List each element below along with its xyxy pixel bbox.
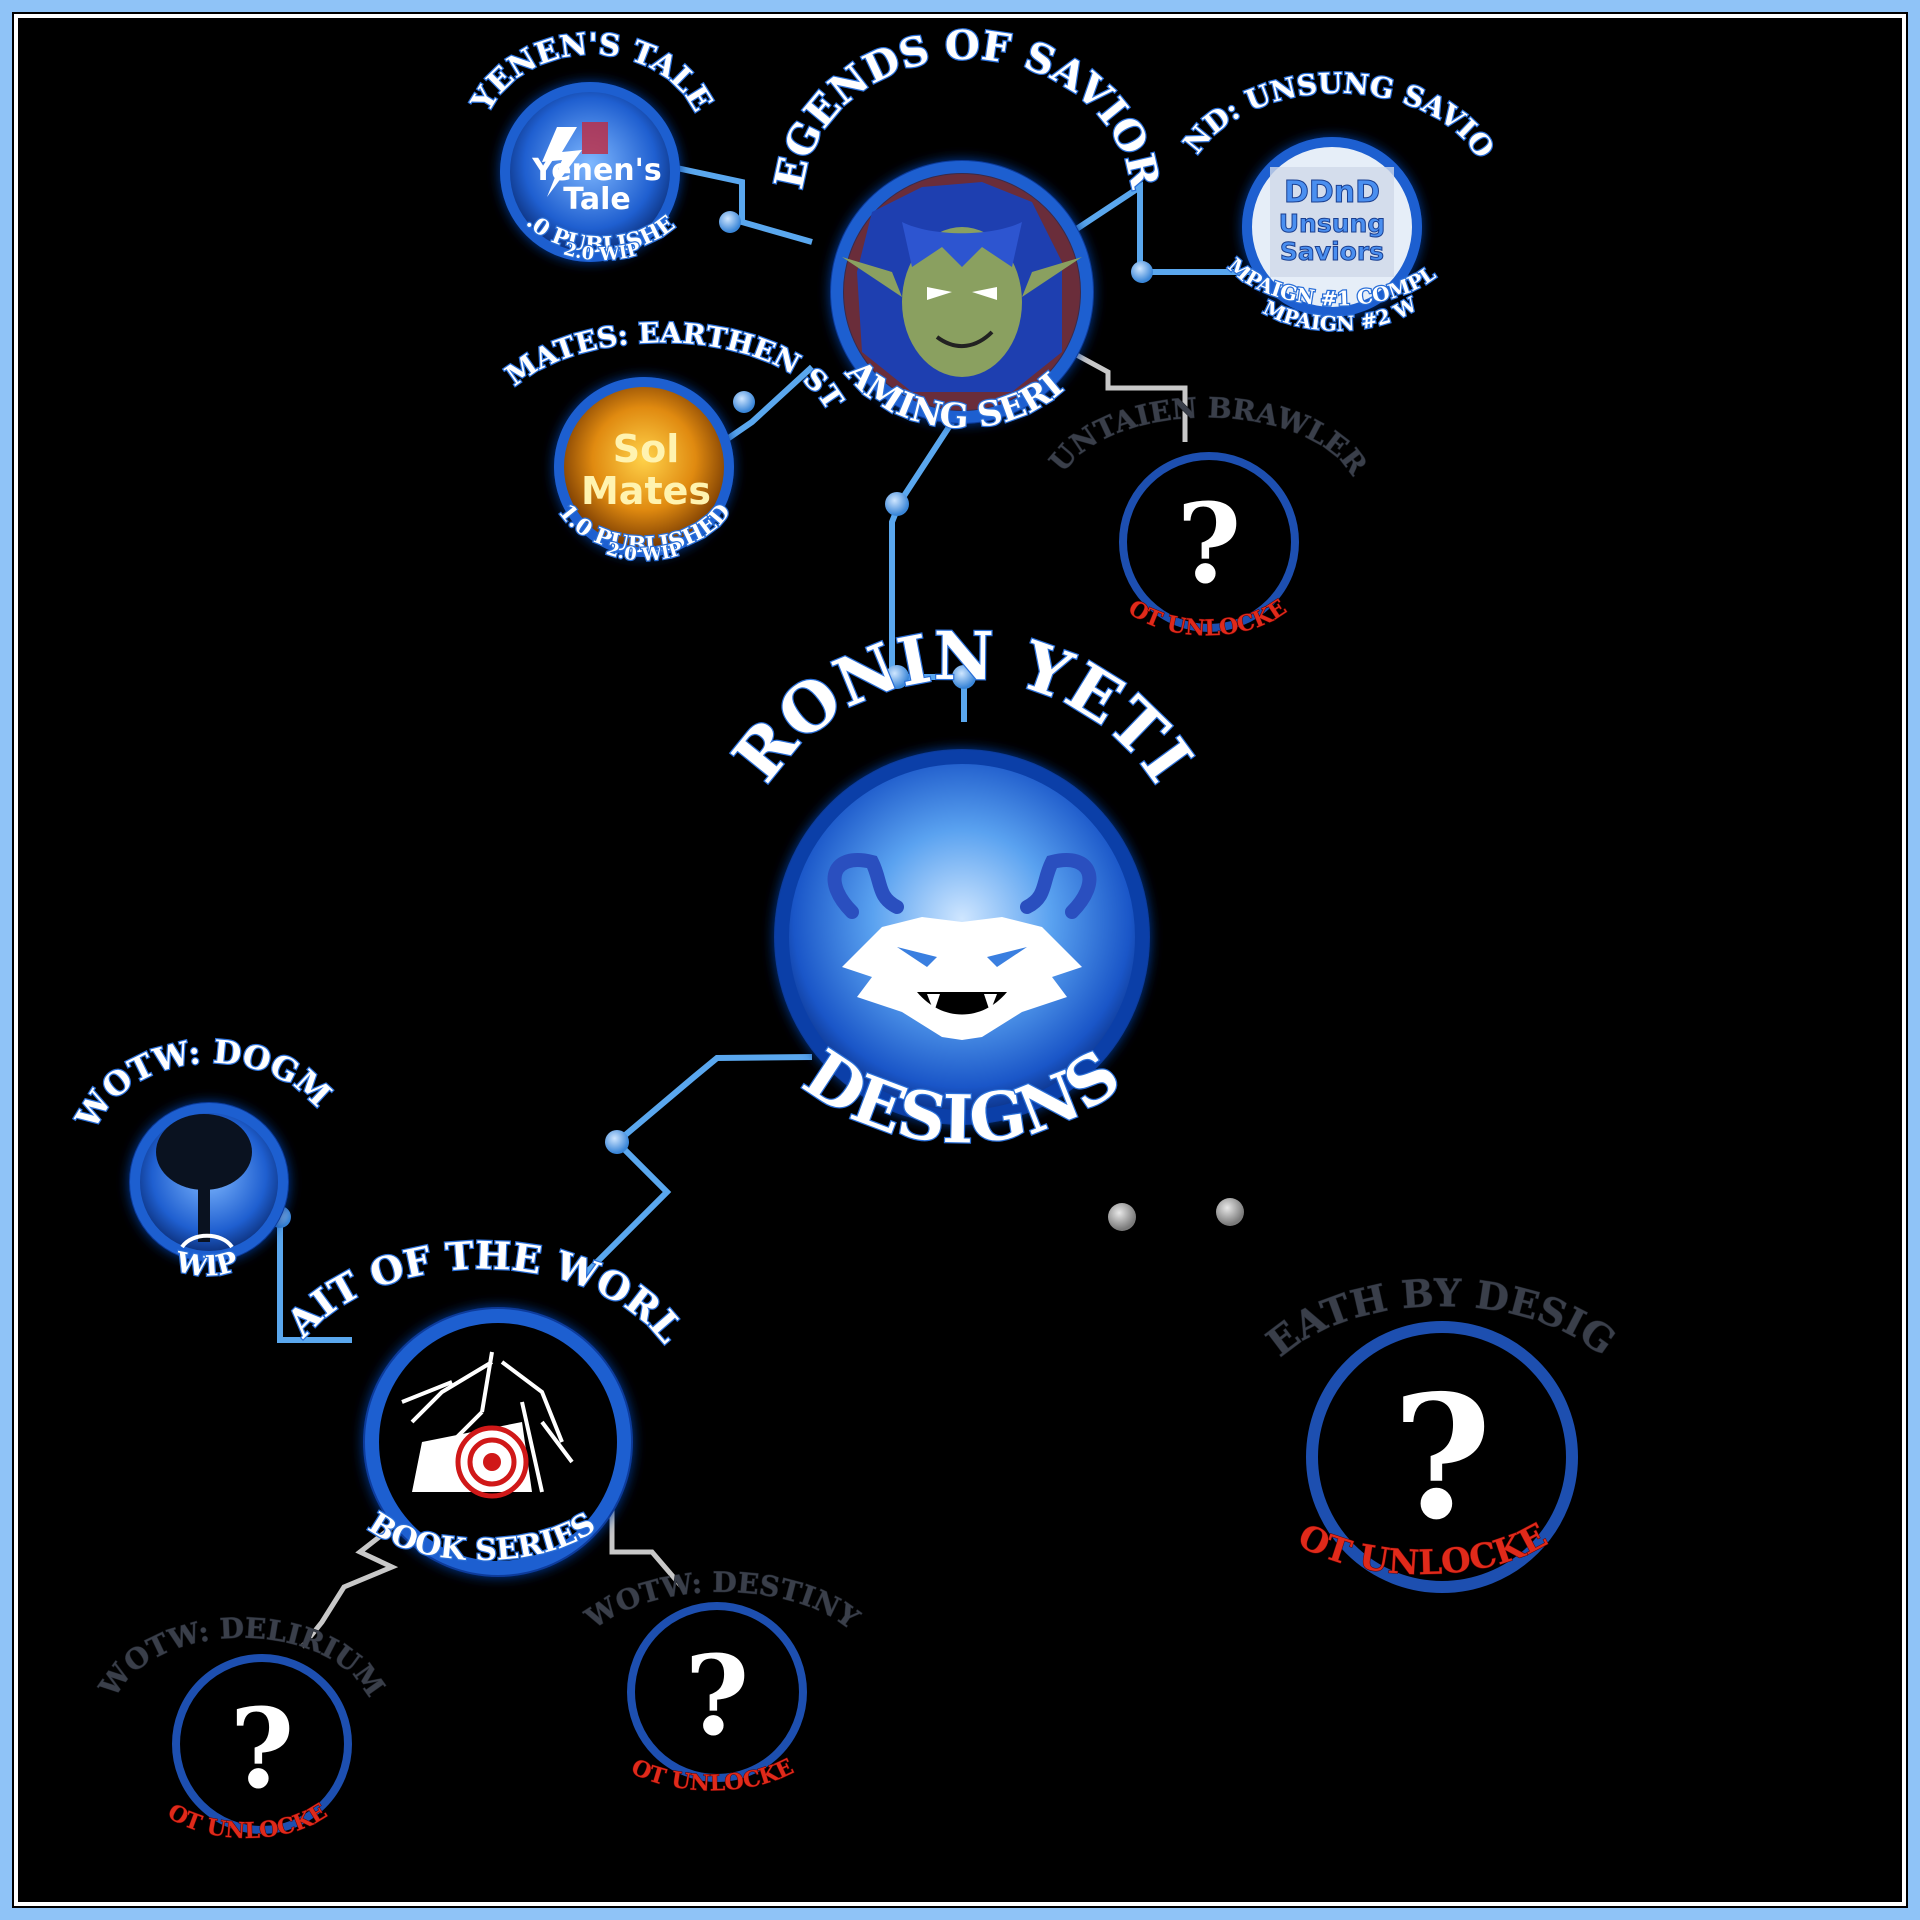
ddnd-logo-line1: DDnD xyxy=(1284,175,1380,210)
junction-dot xyxy=(885,492,909,516)
yenens-tale-logo-line1: Yenen's xyxy=(531,153,661,188)
junction-dot xyxy=(733,391,755,413)
question-mark-icon: ? xyxy=(1177,479,1241,608)
tree-icon xyxy=(156,1114,252,1249)
character-portrait-icon xyxy=(842,174,1082,410)
question-mark-icon: ? xyxy=(1392,1358,1492,1558)
skill-tree-svg: RONIN YETI DESIGNS LEGENDS OF SAVIORS GA… xyxy=(22,22,1625,1845)
ddnd-node[interactable]: DDnD Unsung Saviors DDND: UNSUNG SAVIORS… xyxy=(22,22,1502,337)
yenens-tale-ring xyxy=(500,82,680,262)
sol-mates-logo-line1: Sol xyxy=(613,427,680,471)
hub-node[interactable]: RONIN YETI DESIGNS xyxy=(717,616,1209,1161)
link-legends-buntaien xyxy=(1060,344,1188,442)
locked-ring xyxy=(627,1602,807,1782)
yenens-tale-logo-line2: Tale xyxy=(563,182,630,217)
ddnd-title: DDND: UNSUNG SAVIORS xyxy=(22,22,1501,164)
wotw-delirium-status: NOT UNLOCKED xyxy=(22,22,332,1844)
question-mark-icon: ? xyxy=(685,1631,749,1760)
link-yenen-legends xyxy=(671,164,813,245)
junction-dot xyxy=(605,1130,629,1154)
wotw-delirium-node[interactable]: ? WOTW: DELIRIUM NOT UNLOCKED xyxy=(22,22,392,1845)
link-book-delirium xyxy=(300,1525,399,1649)
sol-mates-logo-line2: Mates xyxy=(581,469,711,513)
sol-mates-ring xyxy=(554,377,734,557)
question-mark-icon: ? xyxy=(230,1684,294,1813)
junction-dot xyxy=(719,211,741,233)
locked-ring xyxy=(1306,1321,1578,1593)
locked-ring xyxy=(172,1654,352,1834)
skill-tree-canvas: RONIN YETI DESIGNS LEGENDS OF SAVIORS GA… xyxy=(22,22,1898,1898)
yenens-tale-status2: 2.0 WIP xyxy=(561,238,643,265)
link-dogma-book xyxy=(277,1217,352,1343)
tree-roots-target-icon xyxy=(401,1351,574,1499)
junction-dot xyxy=(885,665,909,689)
junction-dot-inactive xyxy=(1216,1198,1244,1226)
wotw-dogma-status: WIP xyxy=(172,1245,241,1284)
link-legends-ddnd xyxy=(1070,181,1272,275)
locked-ring xyxy=(1119,452,1299,632)
ddnd-logo-line2: Unsung xyxy=(1279,209,1385,238)
ddnd-status1: CAMPAIGN #1 COMPLETE xyxy=(22,22,1440,311)
yeti-face-icon xyxy=(827,853,1097,1040)
sol-mates-node[interactable]: Sol Mates SOL MATES: EARTHEN STAR 1.0 PU… xyxy=(22,22,851,567)
junction-dot xyxy=(1131,261,1153,283)
lightning-icon xyxy=(542,127,582,197)
junction-dot-inactive xyxy=(1108,1203,1136,1231)
wotw-dogma-node[interactable]: WOTW: DOGMA WIP xyxy=(22,22,340,1285)
ddnd-logo-line3: Saviors xyxy=(1280,237,1384,266)
junction-dot xyxy=(952,665,976,689)
link-hub-book xyxy=(579,1054,813,1280)
wotw-dogma-title: WOTW: DOGMA xyxy=(22,22,339,1136)
yenens-tale-node[interactable]: Yenen's Tale YENEN'S TALE 1.0 PUBLISHED … xyxy=(22,22,720,267)
link-solmates-legends xyxy=(718,364,815,447)
